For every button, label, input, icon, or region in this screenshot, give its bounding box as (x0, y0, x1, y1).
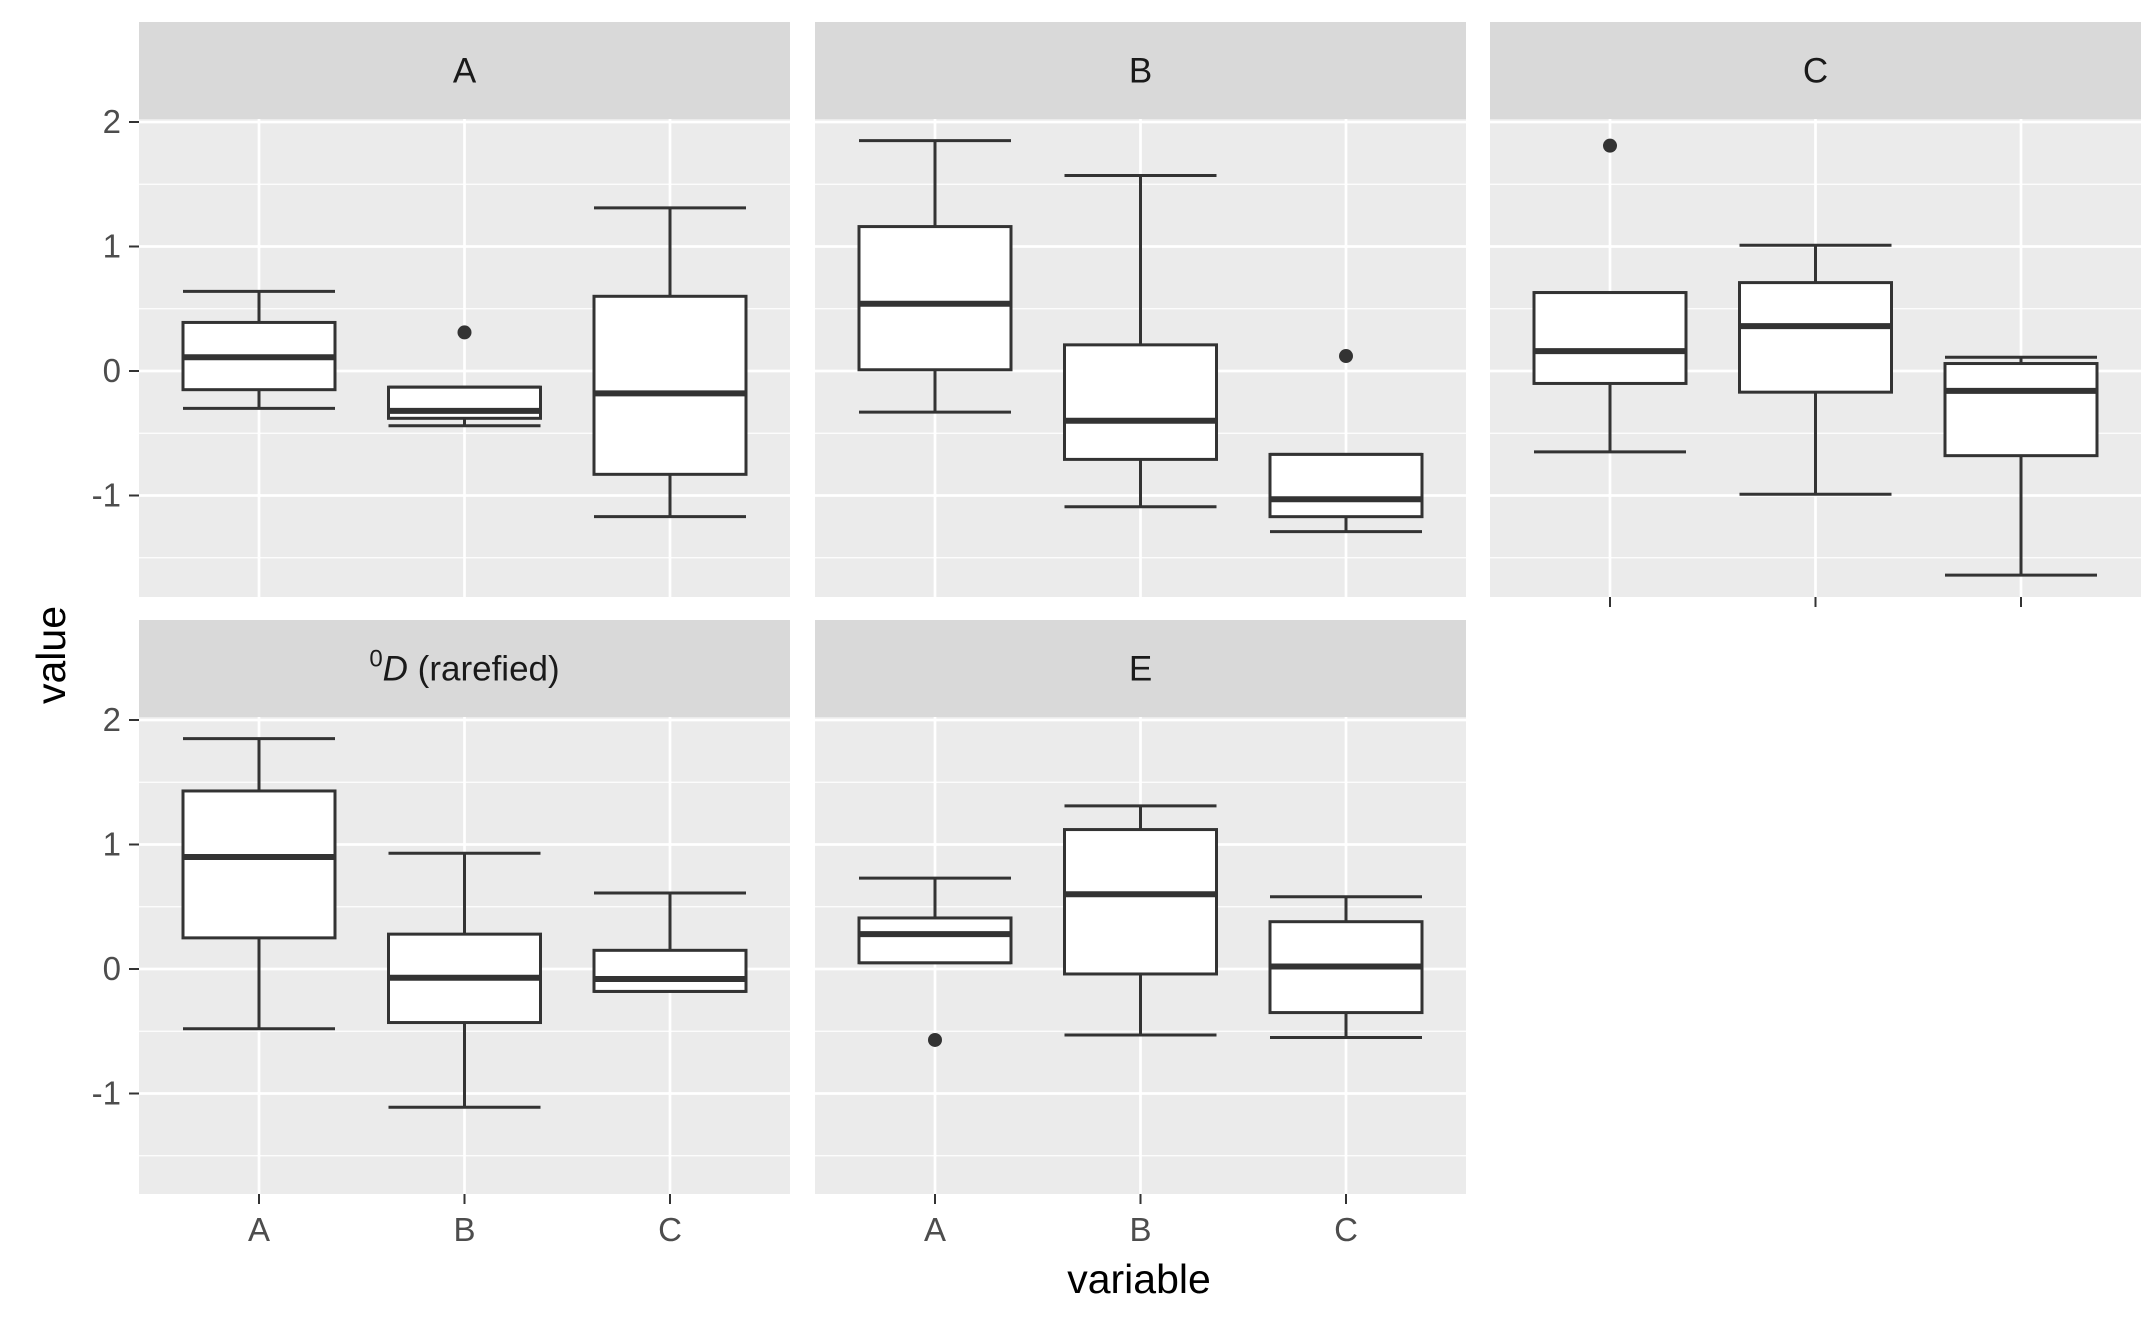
facet-panel: 0D (rarefied) (139, 620, 790, 1194)
x-tick-label: B (453, 1211, 475, 1248)
outlier-point (1603, 138, 1617, 153)
facet-strip-label: C (1803, 52, 1828, 91)
facet-panel: B (815, 22, 1466, 597)
iqr-box (857, 916, 1013, 965)
boxplot-B (387, 851, 542, 1109)
facet-panel: E (815, 620, 1466, 1194)
facet-strip-background (1490, 22, 2141, 119)
facet-strip-background (139, 22, 790, 119)
iqr-box (1943, 362, 2099, 458)
iqr-box (1738, 281, 1893, 394)
x-tick-label: B (1129, 1211, 1151, 1248)
iqr-box (1063, 343, 1218, 461)
boxplot-A (181, 737, 337, 1031)
x-tick-label: C (1334, 1211, 1358, 1248)
y-axis-title: value (28, 606, 74, 704)
facet-strip-label: 0D (rarefied) (369, 646, 559, 689)
y-tick-label: 0 (103, 950, 121, 987)
iqr-box (592, 294, 748, 476)
facet-strip-label: E (1129, 650, 1152, 689)
facet-strip-background (815, 620, 1466, 717)
boxplot-B (1738, 243, 1893, 496)
x-tick-label: C (658, 1211, 682, 1248)
boxplot-B (1063, 174, 1218, 509)
boxplot-A (181, 289, 337, 410)
outlier-point (928, 1032, 942, 1047)
facet-panels: A B C 0D (rarefied) E (139, 22, 2141, 1194)
y-axes: -1 0 1 2 -1 0 1 2 (92, 103, 139, 1112)
y-tick-label: -1 (92, 1075, 121, 1112)
x-tick-label: A (924, 1211, 946, 1248)
iqr-box (1268, 452, 1424, 519)
x-tick-label: A (248, 1211, 270, 1248)
boxplot-C (592, 206, 748, 519)
y-tick-label: -1 (92, 477, 121, 514)
facet-strip-background (815, 22, 1466, 119)
outlier-point (1339, 349, 1353, 364)
x-axis-title: variable (1067, 1256, 1211, 1302)
boxplot-A (857, 139, 1013, 414)
iqr-box (181, 789, 337, 940)
facet-strip-label: B (1129, 52, 1152, 91)
iqr-box (857, 225, 1013, 372)
boxplot-B (387, 325, 542, 428)
boxplot-A (1532, 138, 1688, 454)
y-tick-label: 0 (103, 352, 121, 389)
facet-panel: A (139, 22, 790, 597)
boxplot-B (1063, 804, 1218, 1037)
iqr-box (1532, 291, 1688, 385)
y-tick-label: 1 (103, 826, 121, 863)
boxplot-C (592, 891, 748, 993)
y-tick-label: 2 (103, 103, 121, 140)
outlier-point (457, 325, 472, 340)
facet-panel: C (1490, 22, 2141, 597)
y-tick-label: 1 (103, 228, 121, 265)
boxplot-A (857, 876, 1013, 1047)
boxplot-C (1943, 355, 2099, 577)
y-tick-label: 2 (103, 701, 121, 738)
boxplot-C (1268, 895, 1424, 1039)
iqr-box (1063, 828, 1218, 976)
facet-strip-background (139, 620, 790, 717)
facet-strip-label: A (453, 52, 477, 91)
iqr-box (592, 948, 748, 993)
boxplot-C (1268, 349, 1424, 534)
